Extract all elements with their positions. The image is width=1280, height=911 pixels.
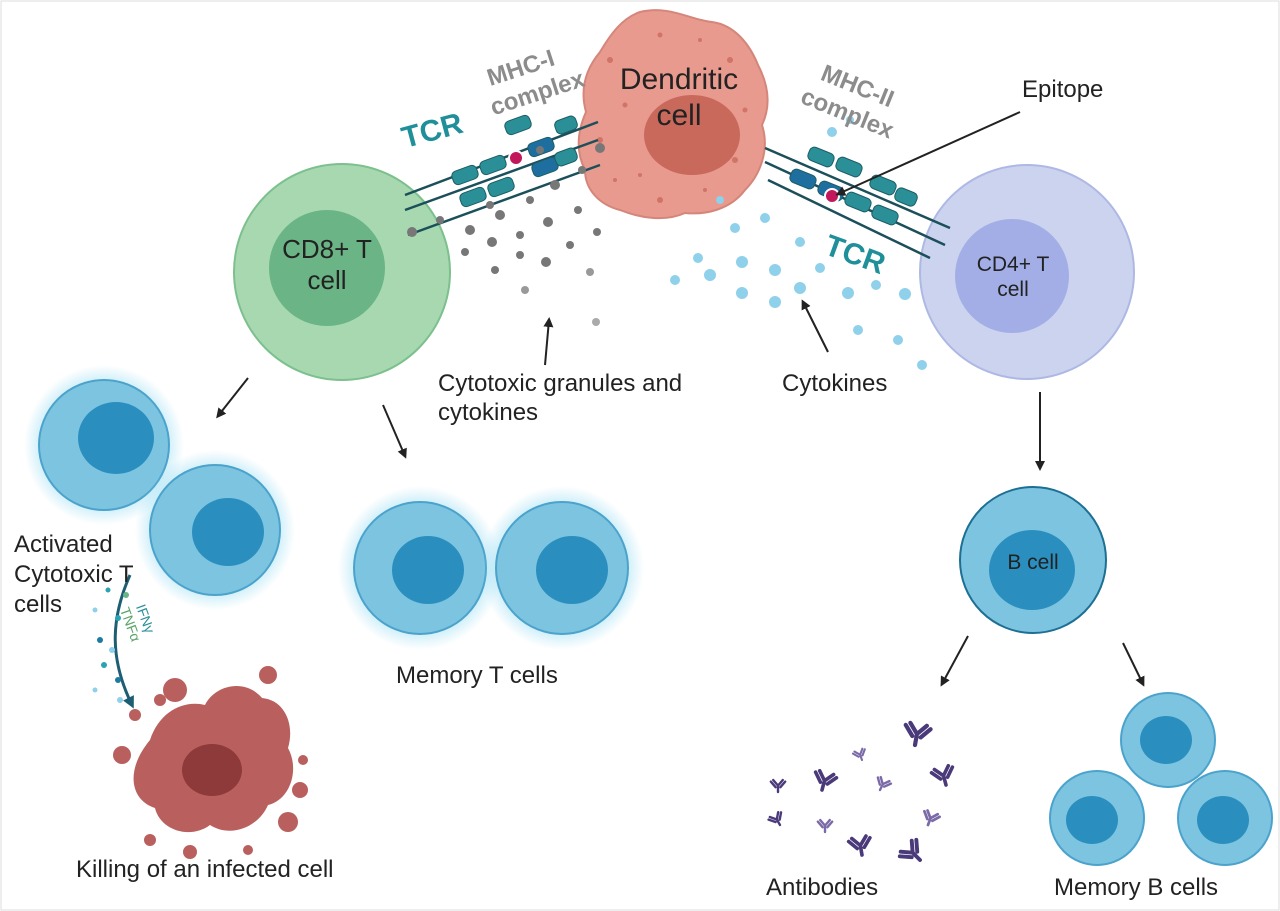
cytokine-dots-icon: [92, 587, 129, 703]
antibodies-label: Antibodies: [766, 874, 879, 901]
killing-arrow: [113, 574, 134, 709]
activated-t-cell-icon: [24, 365, 295, 610]
mhc-ii-tcr-complex-icon: [764, 146, 951, 260]
cd4-label: CD4+ T cell: [976, 253, 1050, 302]
epitope-label: Epitope: [1022, 76, 1104, 103]
cd4-t-cell-icon: [919, 164, 1135, 380]
arrow-to-activated: [216, 377, 249, 419]
infected-cell-icon: [113, 666, 308, 859]
killing-label: Killing of an infected cell: [76, 856, 334, 883]
cytokines-icon: [670, 116, 927, 370]
memory-t-cell-icon: [338, 486, 644, 650]
dendritic-cell-label: Dendritic cell: [619, 63, 739, 132]
arrow-to-memory-t: [382, 404, 407, 459]
epitope-arrow: [835, 111, 1021, 196]
cd8-t-cell-icon: [233, 163, 451, 381]
cytokines-label: Cytokines: [782, 370, 888, 397]
antibody-icon: [766, 722, 959, 871]
activated-label: Activated Cytotoxic T cells: [14, 531, 134, 618]
granules-arrow: [543, 317, 554, 366]
b-cell-label: B cell: [1007, 551, 1059, 574]
arrow-to-memory-b: [1122, 642, 1145, 687]
cd8-label: CD8+ T cell: [282, 234, 372, 296]
arrow-to-antibodies: [940, 635, 969, 687]
memory-b-cell-icon: [1049, 692, 1273, 866]
dendritic-cell-icon: [577, 9, 769, 220]
memory-b-label: Memory B cells: [1054, 874, 1219, 901]
cytotoxic-granules-icon: [407, 143, 605, 326]
cytokines-arrow: [801, 299, 829, 353]
b-cell-icon: [959, 486, 1107, 634]
memory-t-label: Memory T cells: [396, 662, 558, 689]
granules-label: Cytotoxic granules and cytokines: [438, 370, 683, 426]
